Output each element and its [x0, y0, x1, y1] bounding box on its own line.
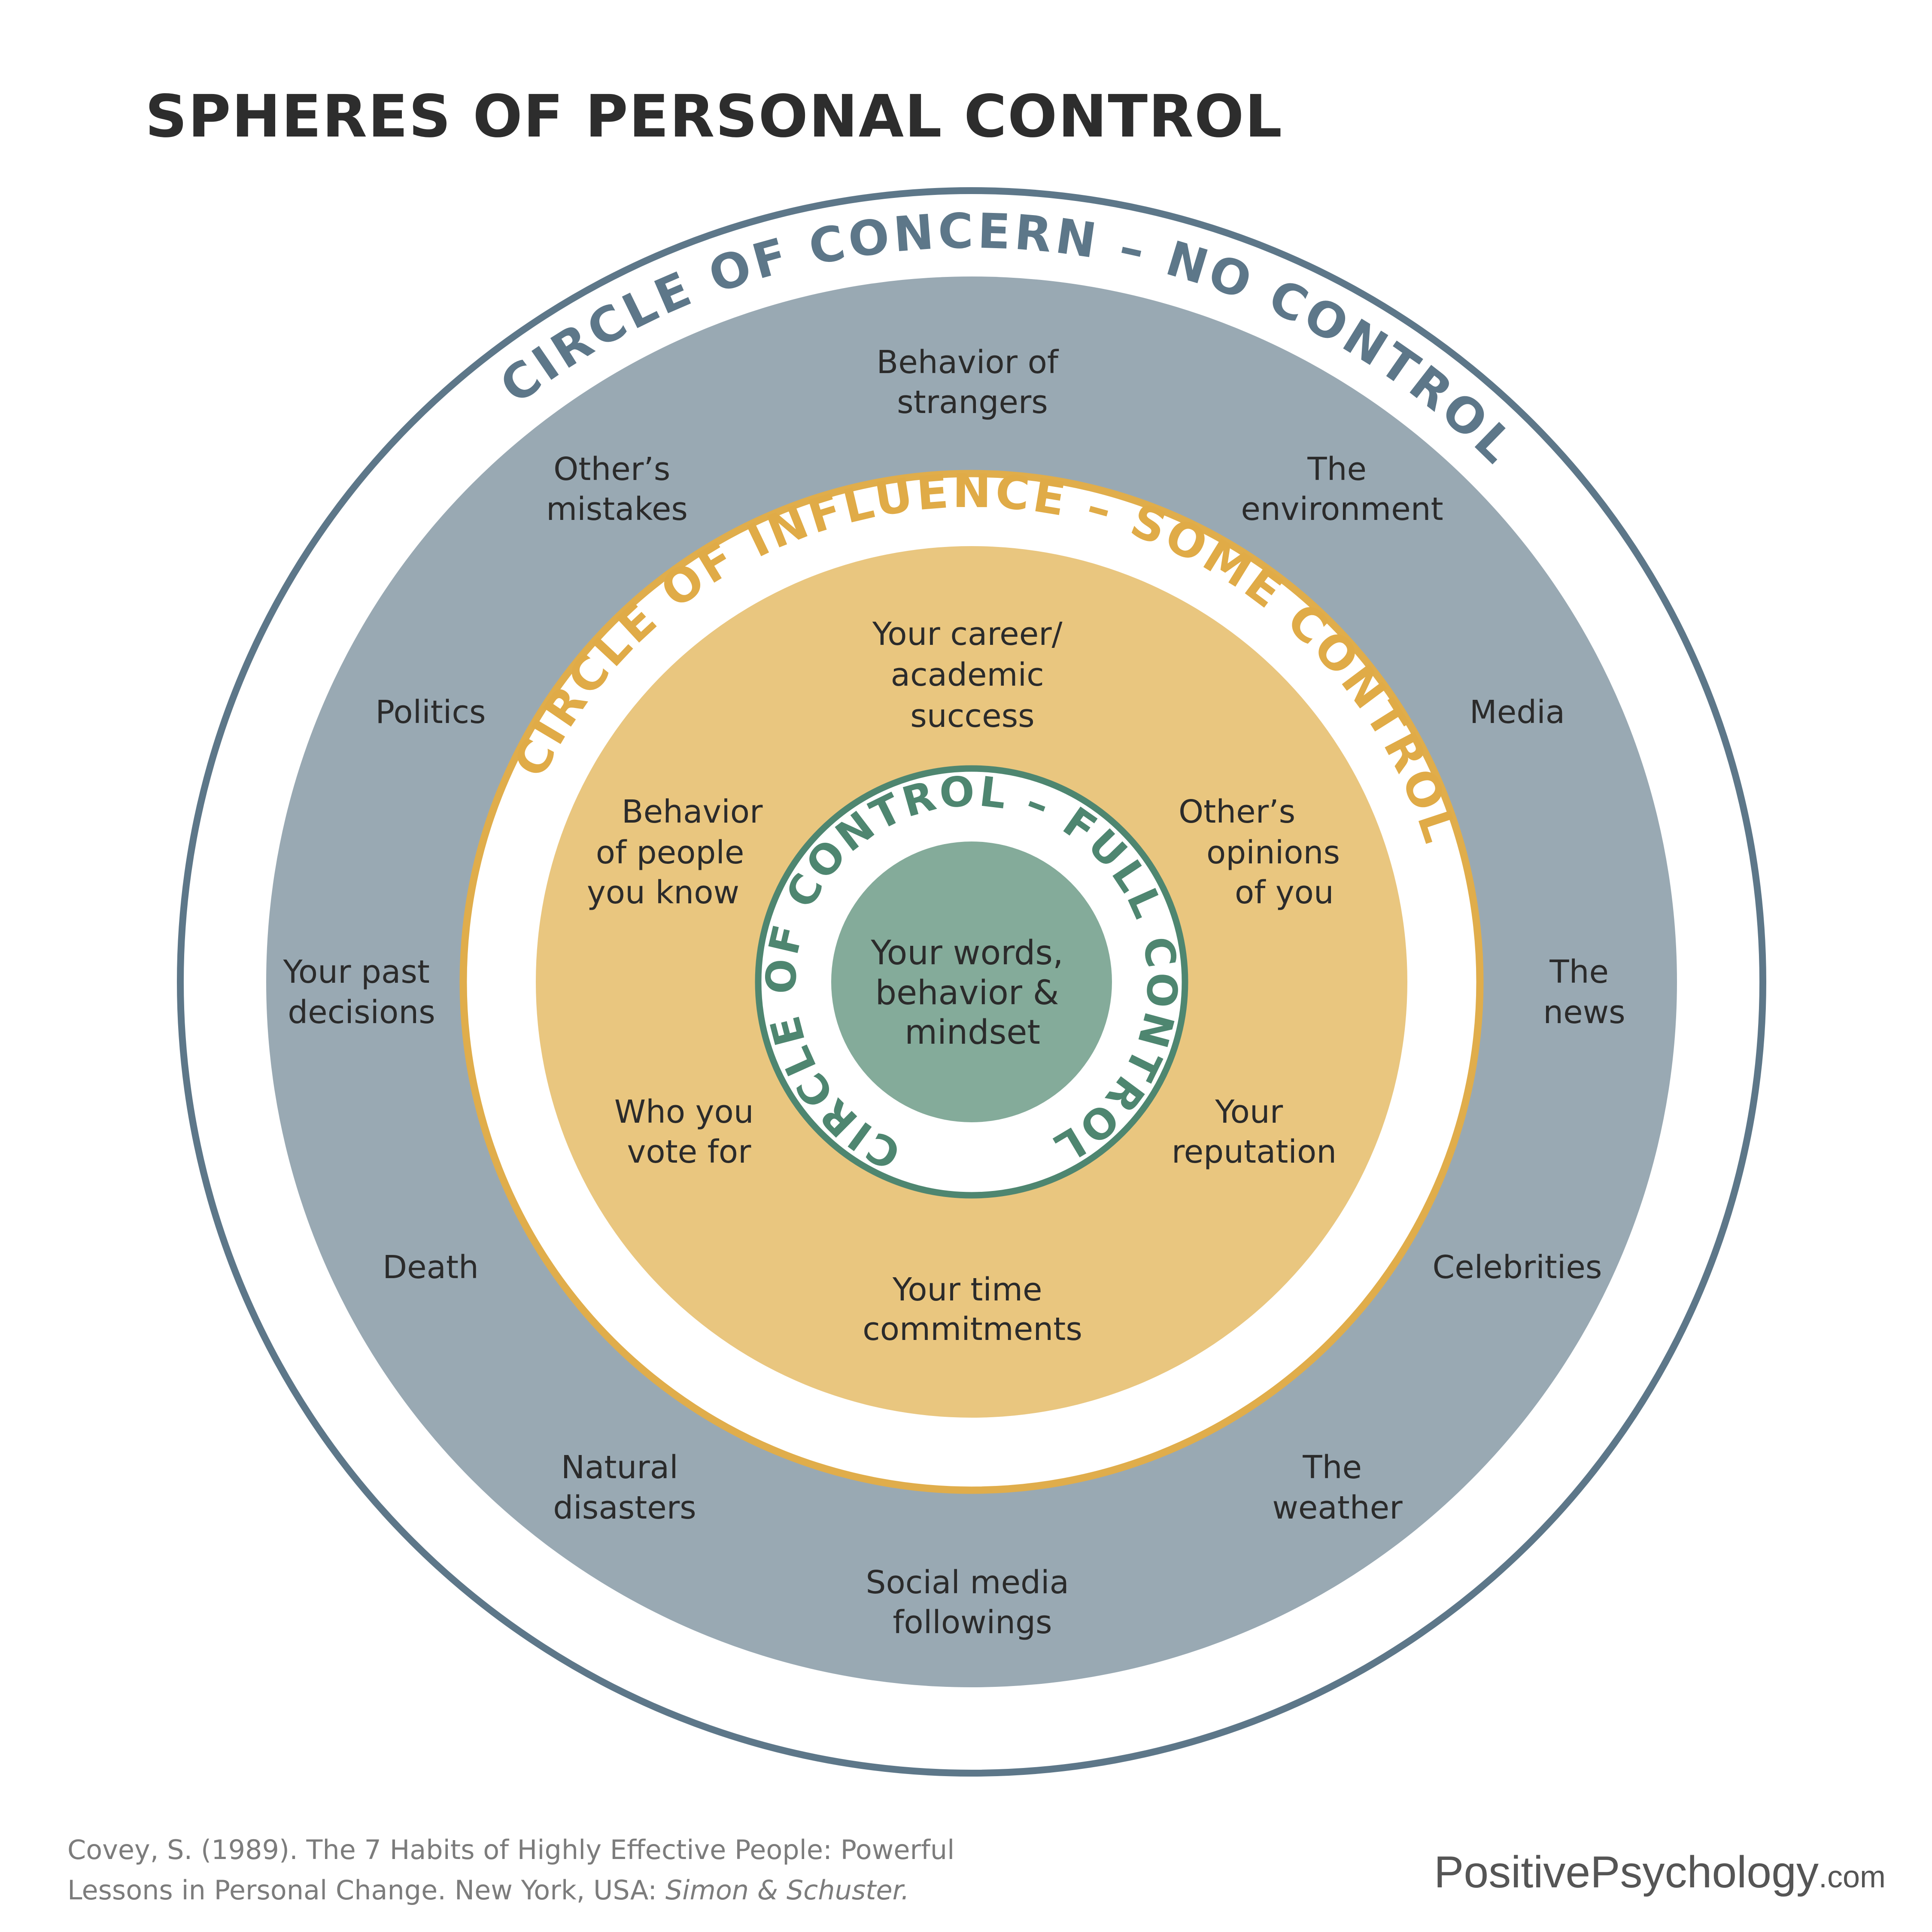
- control-item: Your words, behavior & mindset: [870, 934, 1074, 1052]
- citation-line-1: Covey, S. (1989). The 7 Habits of Highly…: [67, 1834, 954, 1865]
- concern-item: Death: [383, 1249, 479, 1286]
- influence-item: Your reputation: [1172, 1094, 1337, 1170]
- control-items: Your words, behavior & mindset: [870, 934, 1074, 1052]
- page-title: SPHERES OF PERSONAL CONTROL: [145, 83, 1283, 151]
- influence-items: Your career/ academic success Behavior o…: [587, 616, 1350, 1348]
- concern-item: The environment: [1241, 451, 1443, 528]
- concern-item: Media: [1470, 694, 1565, 731]
- concern-items: Behavior of strangers Other’s mistakes T…: [283, 344, 1625, 1641]
- concern-item: Your past decisions: [283, 954, 440, 1031]
- control-core: [831, 841, 1112, 1122]
- concern-item: Social media followings: [866, 1564, 1079, 1641]
- concern-item: Other’s mistakes: [546, 451, 688, 528]
- concern-item: Behavior of strangers: [877, 344, 1069, 421]
- influence-item: Your career/ academic success: [872, 616, 1072, 735]
- influence-item: Who you vote for: [614, 1094, 764, 1170]
- concern-item: Natural disasters: [553, 1449, 696, 1526]
- concern-item: Celebrities: [1433, 1249, 1602, 1286]
- citation-line-2: Lessons in Personal Change. New York, US…: [67, 1874, 909, 1906]
- citation: Covey, S. (1989). The 7 Habits of Highly…: [67, 1834, 954, 1906]
- influence-item: Behavior of people you know: [587, 793, 773, 911]
- concern-item: The news: [1543, 954, 1625, 1031]
- concern-item: Politics: [375, 694, 486, 731]
- influence-item: Your time commitments: [863, 1271, 1082, 1348]
- circle-of-control: [755, 765, 1188, 1199]
- concern-item: The weather: [1272, 1449, 1403, 1526]
- positivepsychology-logo[interactable]: PositivePsychology.com: [1434, 1847, 1886, 1897]
- influence-item: Other’s opinions of you: [1179, 793, 1350, 911]
